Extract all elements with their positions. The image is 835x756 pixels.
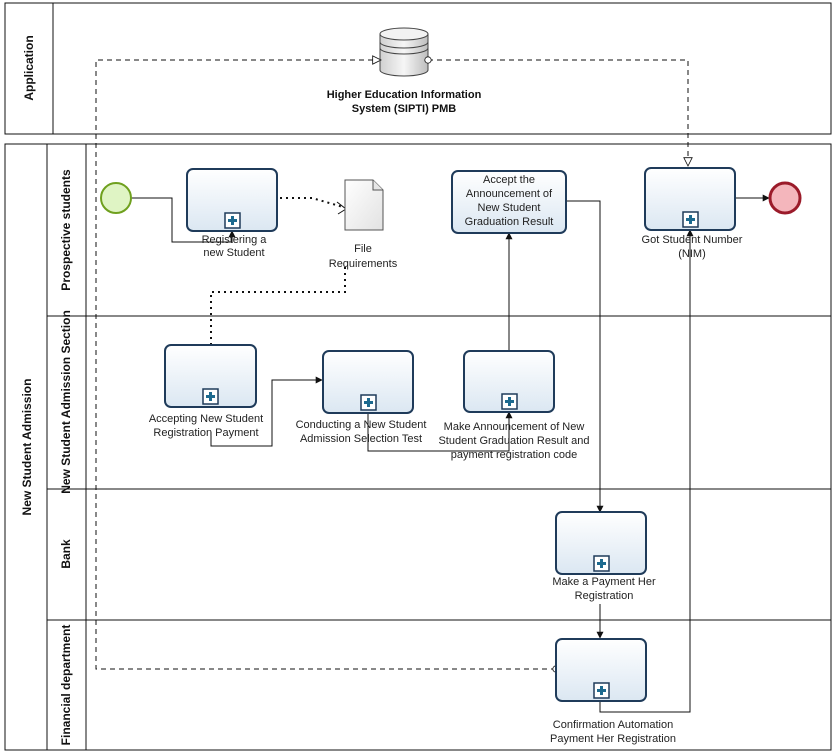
file-label-line-1: File	[354, 243, 372, 255]
lane-label-bank: Bank	[59, 539, 73, 569]
datastore-label-line-2: System (SIPTI) PMB	[352, 103, 457, 115]
lane-label-admission-section: New Student Admission Section	[59, 310, 73, 494]
task-registering-label-2: new Student	[203, 247, 264, 259]
task-confirmation-label-2: Payment Her Registration	[550, 733, 676, 745]
application-pool-label: Application	[22, 35, 36, 100]
plus-icon	[228, 216, 237, 225]
lane-label-financial: Financial department	[59, 625, 73, 746]
task-make-announcement[interactable]	[463, 350, 555, 413]
plus-icon	[686, 215, 695, 224]
task-conducting-test-label-1: Conducting a New Student	[296, 419, 427, 431]
task-accepting-payment-label-2: Registration Payment	[153, 427, 258, 439]
plus-icon	[505, 397, 514, 406]
flow-accepting-to-conducting	[210, 376, 323, 447]
plus-icon	[597, 686, 606, 695]
task-conducting-test-label-2: Admission Selection Test	[300, 433, 422, 445]
file-associations	[210, 197, 346, 345]
task-confirmation[interactable]	[555, 638, 647, 702]
database-icon[interactable]	[379, 27, 429, 77]
file-icon[interactable]	[344, 179, 384, 231]
association-registering-to-file	[280, 197, 344, 208]
task-accept-announcement[interactable]	[451, 170, 567, 234]
datastore-label-line-1: Higher Education Information	[327, 89, 482, 101]
data-associations	[95, 60, 688, 669]
task-accept-announcement-label-3: New Student	[478, 202, 541, 214]
end-event-icon[interactable]	[768, 181, 802, 215]
start-event-icon[interactable]	[100, 182, 132, 214]
admission-pool-label: New Student Admission	[20, 379, 34, 516]
plus-icon	[364, 398, 373, 407]
task-make-announcement-label-2: Student Graduation Result and	[438, 435, 589, 447]
task-got-number[interactable]	[644, 167, 736, 231]
lane-label-prospective: Prospective students	[59, 169, 73, 291]
association-confirmation-to-datastore	[95, 60, 556, 669]
task-accept-announcement-label-1: Accept the	[483, 174, 535, 186]
task-make-payment-label-2: Registration	[575, 590, 634, 602]
flow-accept-to-make-payment	[566, 200, 604, 513]
flow-confirmation-to-got-number	[599, 229, 694, 713]
flow-conducting-to-make-announcement	[367, 411, 513, 452]
task-accepting-payment[interactable]	[164, 344, 257, 408]
task-accept-announcement-label-4: Graduation Result	[465, 216, 554, 228]
task-accepting-payment-label-1: Accepting New Student	[149, 413, 263, 425]
task-confirmation-label-1: Confirmation Automation	[553, 719, 673, 731]
task-make-payment-label-1: Make a Payment Her	[552, 576, 656, 588]
task-conducting-test[interactable]	[322, 350, 414, 414]
task-got-number-label-2: (NIM)	[678, 248, 706, 260]
file-label-line-2: Requirements	[329, 258, 398, 270]
task-make-payment[interactable]	[555, 511, 647, 575]
association-accepting-to-file	[210, 264, 346, 345]
task-registering[interactable]	[186, 168, 278, 232]
flow-start-to-registering	[131, 197, 236, 243]
plus-icon	[206, 392, 215, 401]
sequence-flows	[131, 194, 770, 713]
task-make-announcement-label-1: Make Announcement of New	[444, 421, 585, 433]
task-make-announcement-label-3: payment registration code	[451, 449, 578, 461]
task-registering-label-1: Registering a	[202, 234, 268, 246]
task-accept-announcement-label-2: Announcement of	[466, 188, 553, 200]
plus-icon	[597, 559, 606, 568]
task-got-number-label-1: Got Student Number	[642, 234, 743, 246]
